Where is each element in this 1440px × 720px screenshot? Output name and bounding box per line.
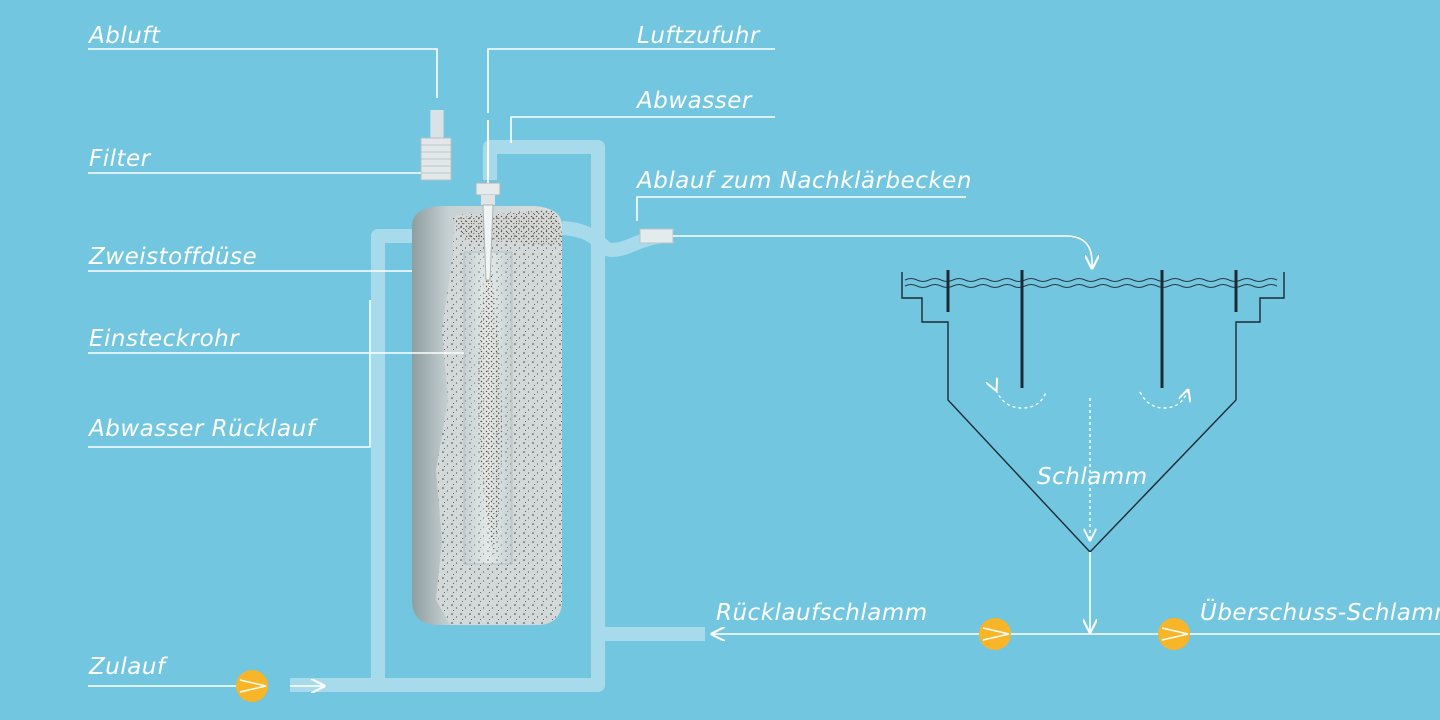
label-zulauf: Zulauf xyxy=(88,654,168,680)
label-abluft: Abluft xyxy=(87,23,161,49)
leader-lines xyxy=(88,48,966,687)
reactor-tank xyxy=(412,206,562,625)
pump-icon xyxy=(236,670,268,702)
pump-icon xyxy=(1158,618,1190,650)
ablauf-arrow xyxy=(673,235,1092,268)
clarifier xyxy=(901,272,1285,632)
label-luftzufuhr: Luftzufuhr xyxy=(637,23,761,49)
label-abwasser-ruecklauf: Abwasser Rücklauf xyxy=(87,416,318,442)
pump-icon xyxy=(979,618,1011,650)
label-filter: Filter xyxy=(89,146,152,172)
label-schlamm: Schlamm xyxy=(1037,464,1148,490)
filter xyxy=(420,110,452,181)
water-surface xyxy=(904,278,1278,288)
label-ueberschuss-schlamm: Überschuss-Schlamm xyxy=(1200,598,1440,626)
abwasser-ruecklauf-pipe xyxy=(290,229,414,692)
label-zweistoffduese: Zweistoffdüse xyxy=(88,244,257,270)
baffles xyxy=(946,270,1238,388)
ablauf-pipe xyxy=(561,221,674,258)
label-ruecklaufschlamm: Rücklaufschlamm xyxy=(716,600,928,626)
label-ablauf: Ablauf zum Nachklärbecken xyxy=(635,168,972,194)
label-einsteckrohr: Einsteckrohr xyxy=(89,326,240,352)
label-abwasser: Abwasser xyxy=(635,88,753,114)
bottom-loop-pipe xyxy=(378,140,605,692)
zweistoffduese xyxy=(475,120,501,281)
flow-arcs xyxy=(996,390,1188,409)
